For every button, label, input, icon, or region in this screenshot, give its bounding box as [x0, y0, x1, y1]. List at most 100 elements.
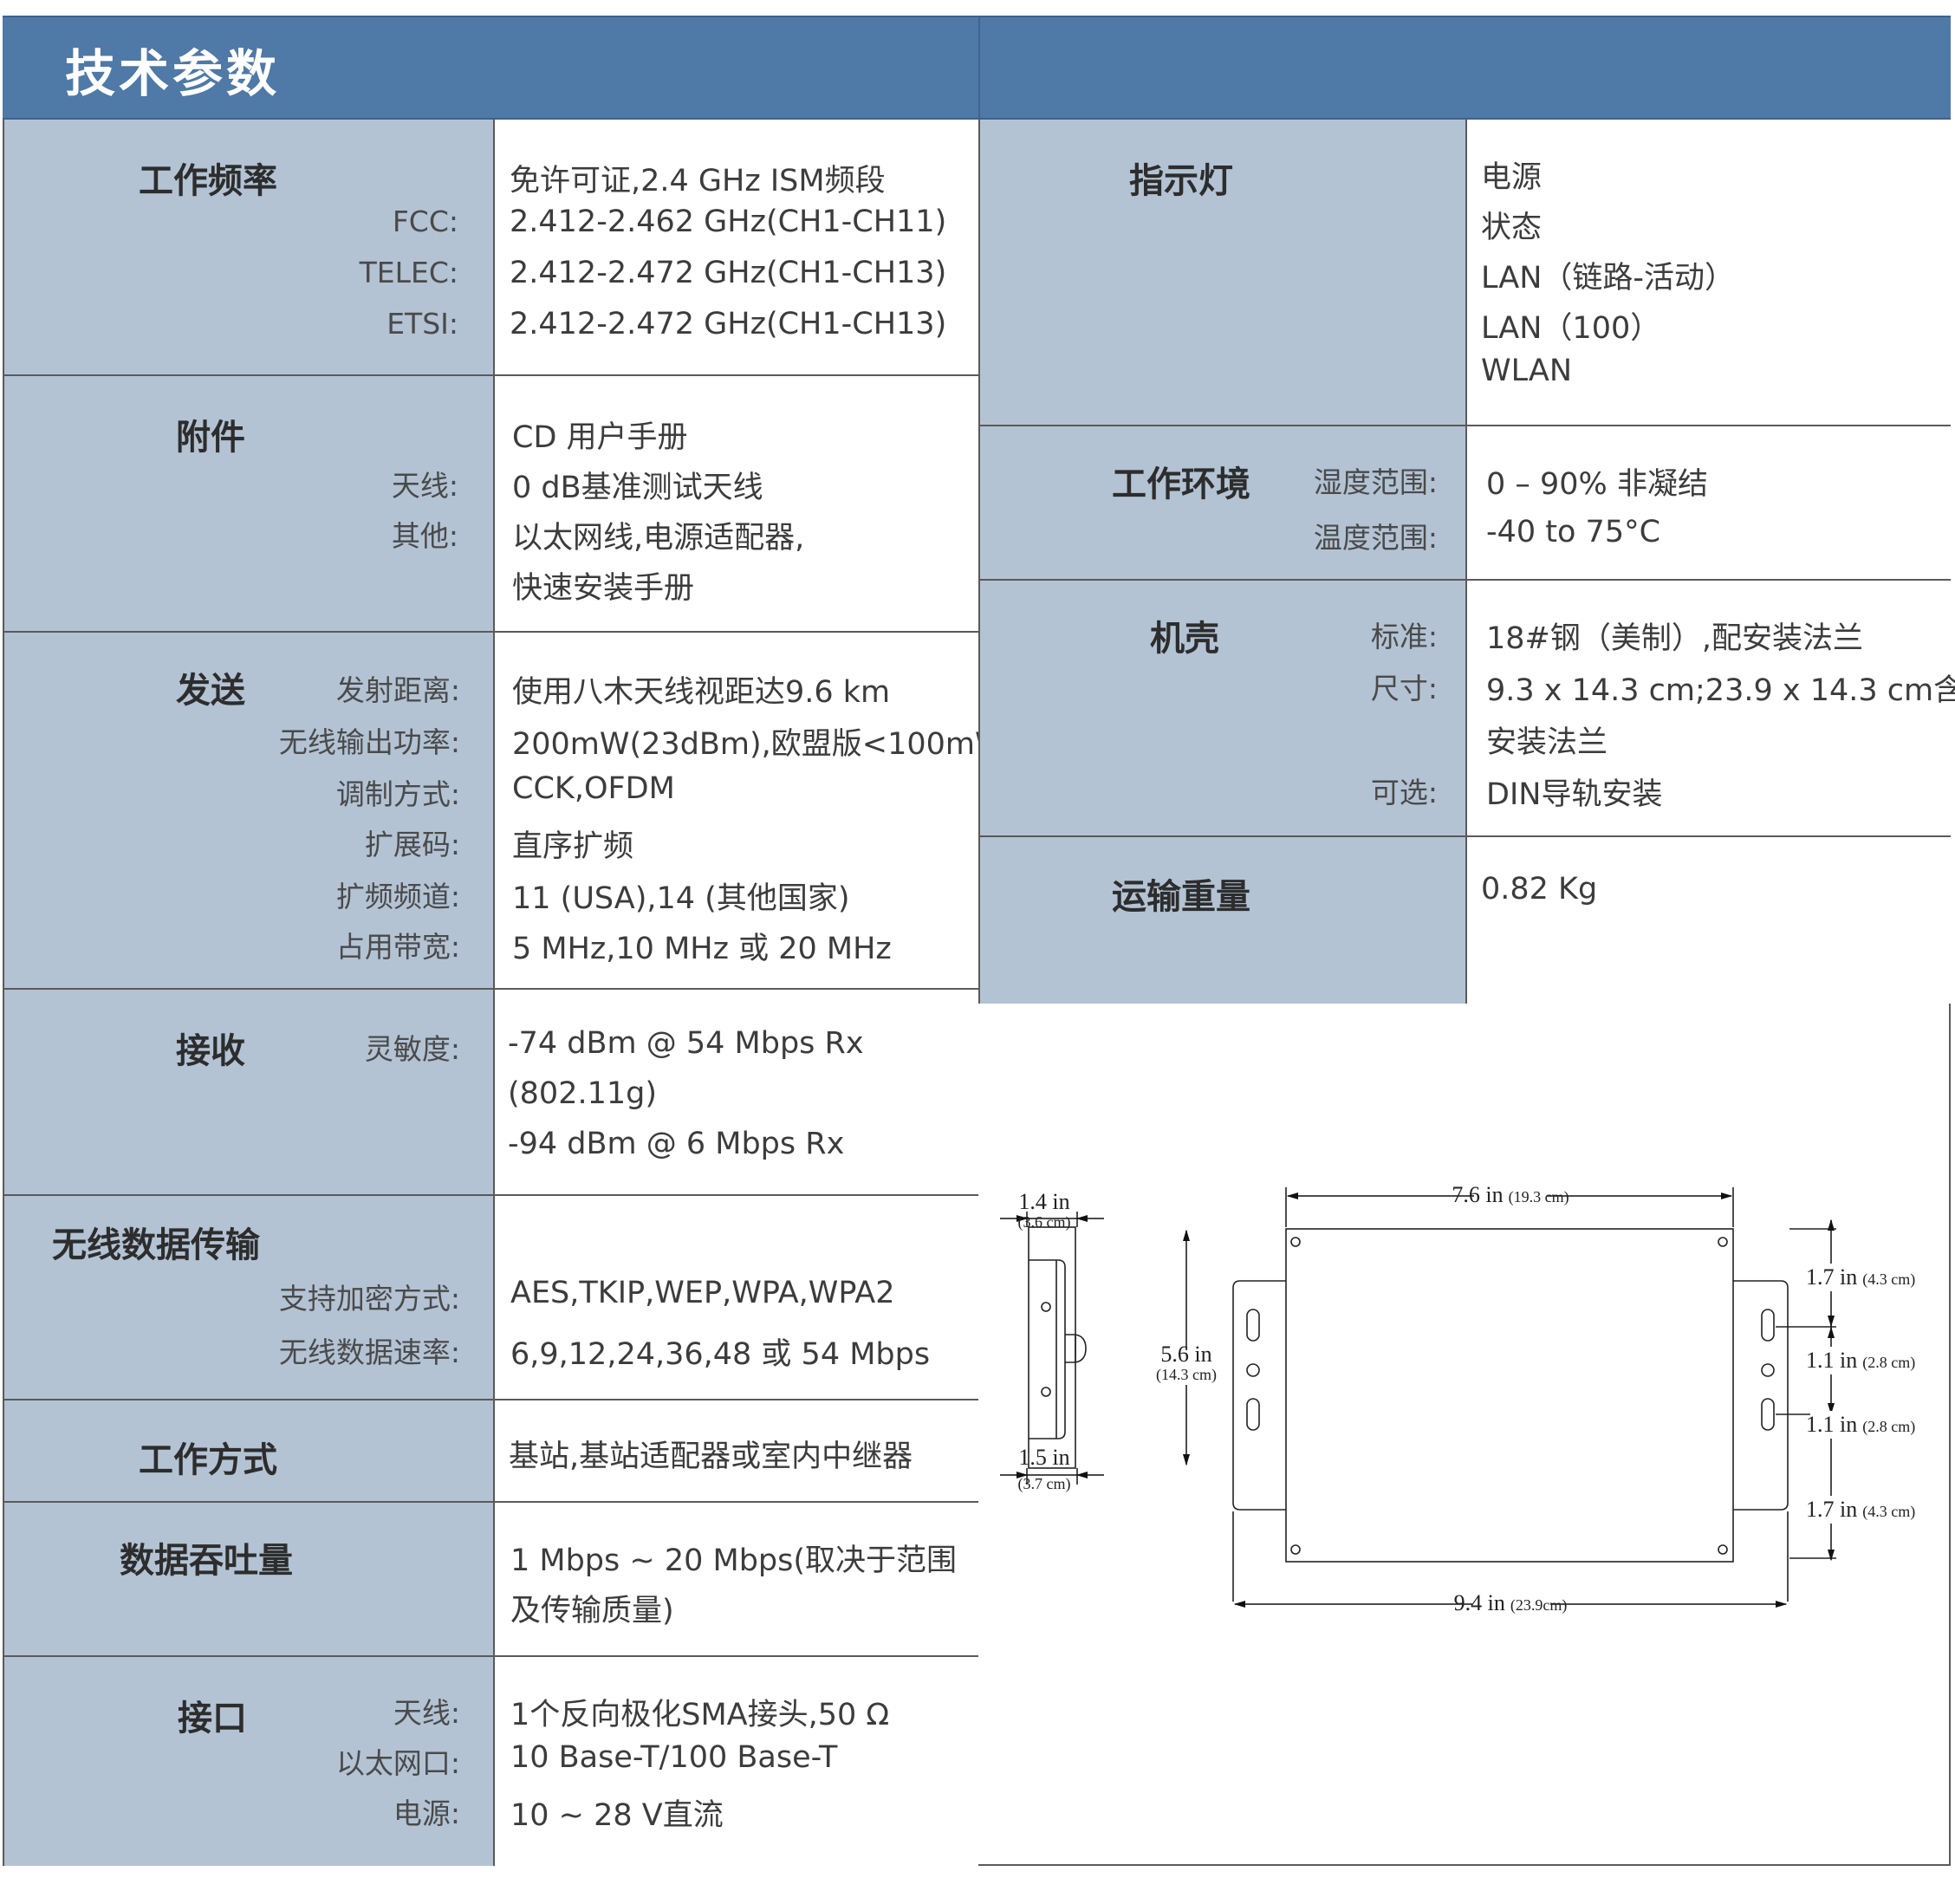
interface-heading: 接口 — [178, 1699, 247, 1738]
wireless-rate-label: 无线数据速率: — [278, 1335, 460, 1369]
right-dim-label-2: 1.1 in(2.8 cm) — [1806, 1348, 1915, 1373]
dimension-drawing: 1.4 in (3.6 cm) 1.5 in (3.7 cm) 5.6 in (… — [1000, 1182, 1940, 1615]
transmit-value-cell: 使用八木天线视距达9.6 km 200mW(23dBm),欧盟版<100mW C… — [495, 633, 1005, 988]
right-dim-label-1: 1.7 in(4.3 cm) — [1806, 1264, 1915, 1290]
mode-value-cell: 基站,基站适配器或室内中继器 — [495, 1400, 980, 1501]
wireless-value-cell: AES,TKIP,WEP,WPA,WPA2 6,9,12,24,36,48 或 … — [495, 1196, 980, 1399]
spec-row-throughput: 数据吞吐量 1 Mbps ~ 20 Mbps(取决于范围 及传输质量) — [4, 1503, 980, 1657]
weight-heading: 运输重量 — [1112, 877, 1250, 917]
receive-value-cell: -74 dBm @ 54 Mbps Rx (802.11g) -94 dBm @… — [495, 990, 980, 1194]
frequency-fcc-value: 2.412-2.462 GHz(CH1-CH11) — [510, 205, 947, 239]
header-bar: 技术参数 — [3, 16, 1951, 121]
enclosure-standard-value: 18#钢（美制）,配安装法兰 — [1486, 621, 1863, 656]
spec-row-frequency: 工作频率 FCC: TELEC: ETSI: 免许可证,2.4 GHz ISM频… — [4, 120, 980, 376]
side-view — [1026, 1212, 1087, 1485]
transmit-label-cell: 发送 发射距离: 无线输出功率: 调制方式: 扩展码: 扩频频道: 占用带宽: — [4, 633, 495, 988]
frequency-etsi-label: ETSI: — [386, 307, 458, 341]
throughput-heading: 数据吞吐量 — [120, 1541, 293, 1581]
right-dim-mask-2 — [1810, 1347, 1940, 1374]
header-divider — [978, 17, 980, 121]
receive-label-cell: 接收 灵敏度: — [4, 990, 495, 1194]
interface-label-cell: 接口 天线: 以太网口: 电源: — [4, 1657, 495, 1866]
mode-label-cell: 工作方式 — [4, 1400, 495, 1501]
throughput-label-cell: 数据吞吐量 — [4, 1503, 495, 1655]
mode-heading: 工作方式 — [139, 1440, 277, 1480]
spec-row-environment: 工作环境 湿度范围: 温度范围: 0 – 90% 非凝结 -40 to 75°C — [980, 426, 1951, 581]
receive-value-line-2: (802.11g) — [508, 1076, 657, 1111]
right-dim-label-3: 1.1 in(2.8 cm) — [1806, 1412, 1915, 1437]
accessories-antenna-label: 天线: — [391, 469, 458, 503]
transmit-range-label: 发射距离: — [335, 673, 460, 707]
environment-value-cell: 0 – 90% 非凝结 -40 to 75°C — [1467, 426, 1951, 579]
frequency-band-value: 免许可证,2.4 GHz ISM频段 — [510, 164, 886, 198]
enclosure-size-value-cont: 安装法兰 — [1486, 725, 1608, 760]
right-dim-mask-1 — [1810, 1264, 1940, 1291]
accessories-antenna-value: 0 dB基准测试天线 — [512, 471, 763, 505]
weight-value-cell: 0.82 Kg — [1467, 837, 1951, 1004]
transmit-modulation-label: 调制方式: — [335, 777, 460, 811]
indicator-heading: 指示灯 — [1129, 161, 1233, 201]
accessories-cd-value: CD 用户手册 — [512, 420, 688, 455]
spec-row-mode: 工作方式 基站,基站适配器或室内中继器 — [4, 1400, 980, 1503]
enclosure-optional-value: DIN导轨安装 — [1486, 777, 1663, 812]
throughput-value-cell: 1 Mbps ~ 20 Mbps(取决于范围 及传输质量) — [495, 1503, 980, 1655]
right-dim-label-4: 1.7 in(4.3 cm) — [1806, 1497, 1915, 1522]
spec-row-weight: 运输重量 0.82 Kg — [980, 837, 1951, 1005]
weight-value: 0.82 Kg — [1481, 872, 1598, 907]
frequency-fcc-label: FCC: — [392, 205, 458, 238]
environment-humidity-label: 湿度范围: — [1313, 465, 1438, 499]
wireless-encryption-label: 支持加密方式: — [278, 1282, 460, 1316]
spec-sheet: 技术参数 工作频率 FCC: TELEC: ETSI: 免许可证,2.4 GHz… — [3, 16, 1955, 1866]
transmit-channels-label: 扩频频道: — [335, 880, 460, 913]
spec-row-transmit: 发送 发射距离: 无线输出功率: 调制方式: 扩展码: 扩频频道: 占用带宽: … — [4, 633, 1005, 990]
left-spec-column: 工作频率 FCC: TELEC: ETSI: 免许可证,2.4 GHz ISM频… — [3, 120, 1005, 1866]
mode-value: 基站,基站适配器或室内中继器 — [509, 1439, 913, 1474]
interface-antenna-label: 天线: — [393, 1696, 460, 1730]
spec-row-wireless: 无线数据传输 支持加密方式: 无线数据速率: AES,TKIP,WEP,WPA,… — [4, 1196, 980, 1400]
side-bottom-width-label: 1.5 in — [1018, 1445, 1069, 1470]
right-spec-column: 指示灯 电源 状态 LAN（链路-活动） LAN（100） WLAN 工作环境 … — [978, 120, 1955, 1005]
indicator-line-5: WLAN — [1481, 354, 1573, 388]
interface-power-label: 电源: — [393, 1797, 460, 1830]
accessories-label-cell: 附件 天线: 其他: — [4, 376, 495, 631]
indicator-line-2: 状态 — [1481, 211, 1543, 245]
side-bottom-width-cm-label: (3.7 cm) — [1018, 1475, 1071, 1493]
enclosure-optional-label: 可选: — [1370, 776, 1438, 809]
indicator-line-3: LAN（链路-活动） — [1481, 261, 1736, 296]
body-width-label: 7.6 in(19.3 cm) — [1452, 1182, 1569, 1207]
frequency-heading: 工作频率 — [139, 161, 277, 201]
spec-row-enclosure: 机壳 标准: 尺寸: 可选: 18#钢（美制）,配安装法兰 9.3 x 14.3… — [980, 581, 1955, 837]
environment-humidity-value: 0 – 90% 非凝结 — [1486, 467, 1708, 502]
accessories-heading: 附件 — [176, 418, 245, 458]
transmit-spreading-value: 直序扩频 — [512, 829, 634, 864]
interface-power-value: 10 ~ 28 V直流 — [510, 1798, 724, 1833]
spec-row-accessories: 附件 天线: 其他: CD 用户手册 0 dB基准测试天线 以太网线,电源适配器… — [4, 376, 980, 633]
indicator-line-1: 电源 — [1481, 160, 1543, 195]
weight-label-cell: 运输重量 — [980, 837, 1467, 1004]
throughput-value-line-1: 1 Mbps ~ 20 Mbps(取决于范围 — [510, 1543, 958, 1578]
transmit-heading: 发送 — [176, 671, 245, 711]
side-top-width-cm-label: (3.6 cm) — [1018, 1213, 1071, 1231]
environment-label-cell: 工作环境 湿度范围: 温度范围: — [980, 426, 1467, 579]
height-cm-label: (14.3 cm) — [1156, 1366, 1217, 1384]
enclosure-standard-label: 标准: — [1370, 620, 1438, 653]
transmit-power-value: 200mW(23dBm),欧盟版<100mW — [512, 727, 1005, 762]
transmit-power-label: 无线输出功率: — [278, 725, 460, 759]
total-width-label: 9.4 in(23.9cm) — [1454, 1590, 1568, 1615]
wireless-label-cell: 无线数据传输 支持加密方式: 无线数据速率: — [4, 1196, 495, 1399]
spec-row-receive: 接收 灵敏度: -74 dBm @ 54 Mbps Rx (802.11g) -… — [4, 990, 980, 1196]
spec-row-indicator: 指示灯 电源 状态 LAN（链路-活动） LAN（100） WLAN — [980, 120, 1951, 426]
transmit-range-value: 使用八木天线视距达9.6 km — [512, 675, 891, 710]
indicator-label-cell: 指示灯 — [980, 120, 1467, 425]
frequency-value-cell: 免许可证,2.4 GHz ISM频段 2.412-2.462 GHz(CH1-C… — [495, 120, 980, 374]
enclosure-size-value: 9.3 x 14.3 cm;23.9 x 14.3 cm含 — [1486, 673, 1955, 708]
interface-antenna-value: 1个反向极化SMA接头,50 Ω — [510, 1698, 890, 1732]
side-top-width-label: 1.4 in — [1018, 1189, 1069, 1214]
page-title: 技术参数 — [65, 44, 281, 103]
throughput-value-line-2: 及传输质量) — [510, 1594, 674, 1628]
wireless-encryption-value: AES,TKIP,WEP,WPA,WPA2 — [510, 1276, 895, 1310]
receive-sensitivity-label: 灵敏度: — [364, 1032, 460, 1066]
environment-temperature-label: 温度范围: — [1313, 521, 1438, 555]
frequency-label-cell: 工作频率 FCC: TELEC: ETSI: — [4, 120, 495, 374]
dimension-diagram: 1.4 in (3.6 cm) 1.5 in (3.7 cm) 5.6 in (… — [978, 1004, 1951, 1866]
